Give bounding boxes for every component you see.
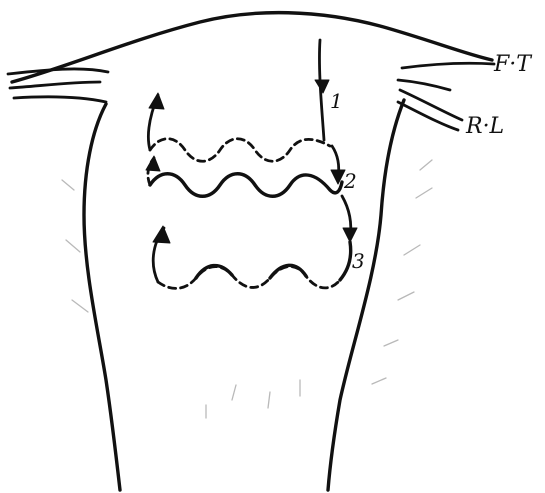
wall-shading — [62, 160, 432, 418]
label-step-3: 3 — [352, 249, 365, 273]
label-ft: F·T — [493, 52, 533, 77]
left-adnexa — [8, 69, 108, 102]
label-step-2: 2 — [343, 169, 357, 193]
row-2-wave — [150, 174, 342, 197]
entry-arrowhead — [315, 80, 329, 93]
right-tube-upper — [402, 63, 494, 68]
right-wall — [328, 100, 404, 490]
label-rl: R·L — [465, 114, 504, 139]
left-tube-upper — [8, 69, 108, 74]
fundus-top-curve — [12, 13, 492, 82]
left-wall — [84, 104, 120, 490]
row-3-wave — [158, 266, 340, 288]
right-tube-middle — [398, 80, 450, 90]
suture-path — [146, 40, 357, 288]
right-ligament-upper — [400, 90, 462, 120]
row-3-arrowhead — [153, 226, 170, 243]
row-2-arrowhead — [146, 156, 160, 171]
row-1-arrowhead — [149, 93, 164, 109]
row-3-solid-segment — [196, 242, 351, 280]
label-step-1: 1 — [330, 89, 343, 113]
row-1-wave — [150, 139, 330, 162]
right-ligament-lower — [398, 102, 458, 130]
left-tube-middle — [10, 82, 100, 88]
left-tube-lower — [14, 97, 106, 102]
connector-2-3-arrowhead — [343, 228, 357, 242]
